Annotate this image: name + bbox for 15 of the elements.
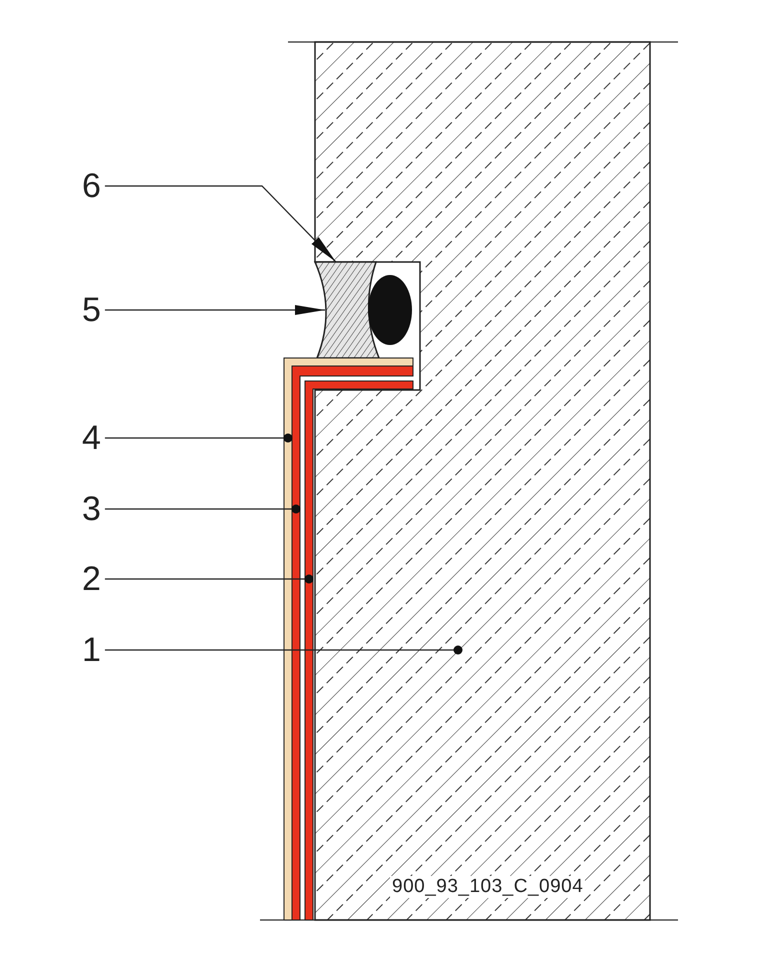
callout-number: 2 [82, 561, 101, 597]
callout-number: 6 [82, 168, 101, 204]
leader-line [104, 646, 462, 654]
concrete-wall [314, 41, 651, 921]
leader-line [104, 434, 292, 442]
leader-line [104, 574, 314, 584]
leader-line [104, 305, 325, 315]
drawing-number: 900_93_103_C_0904 [390, 876, 586, 898]
leader-line [104, 504, 300, 514]
callout-number: 3 [82, 491, 101, 527]
callout-number: 4 [82, 420, 101, 456]
callout-number: 5 [82, 292, 101, 328]
sealant-fill [314, 261, 380, 359]
leader-line [104, 185, 336, 262]
callout-number: 1 [82, 632, 101, 668]
